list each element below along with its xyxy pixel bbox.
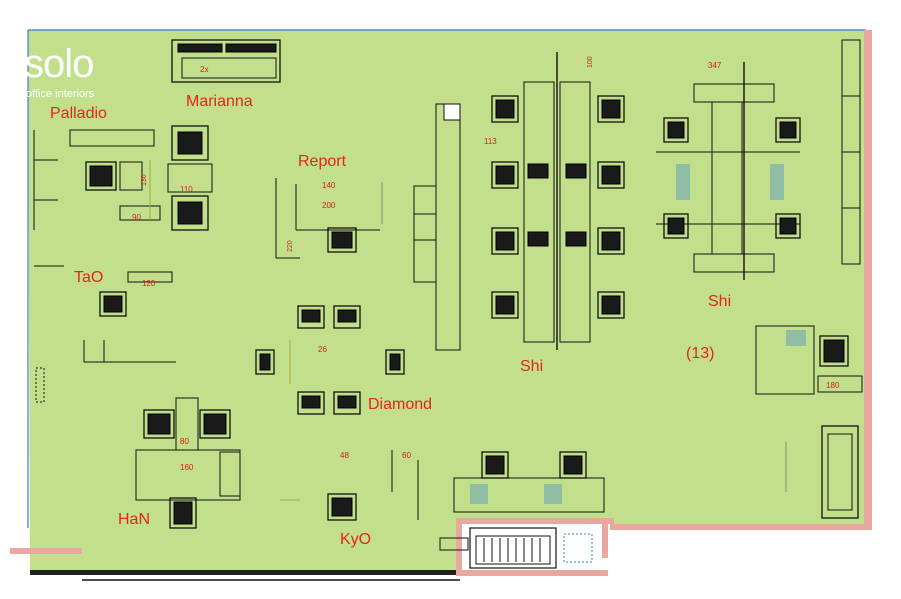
marianna-sofa <box>171 39 281 83</box>
east-storage <box>841 39 861 265</box>
palladio-chairs <box>167 125 213 231</box>
dim-160: 160 <box>180 463 194 472</box>
report-furniture <box>275 178 383 259</box>
zone-label-han: HaN <box>118 511 150 528</box>
zone-label-report: Report <box>298 153 347 170</box>
shi-right-cluster <box>656 62 801 280</box>
dim-26: 26 <box>318 345 327 354</box>
dim-220: 220 <box>287 240 294 252</box>
zone-label-diamond: Diamond <box>368 396 432 413</box>
han-table <box>135 397 241 529</box>
dim-60: 60 <box>402 451 411 460</box>
zone-label-palladio: Palladio <box>50 105 107 122</box>
south-wall-left <box>30 570 456 575</box>
dim-48: 48 <box>340 451 349 460</box>
west-fragments <box>33 130 64 403</box>
zone-label-tao: TaO <box>74 269 103 286</box>
dim-113: 113 <box>484 137 497 146</box>
workstation-bottom <box>453 451 605 513</box>
zone-label-marianna: Marianna <box>186 93 253 110</box>
dim-110: 110 <box>180 185 193 194</box>
dim-200: 200 <box>322 201 336 210</box>
zone-label-shi-left: Shi <box>520 358 543 375</box>
east-sofa <box>785 425 859 519</box>
dim-180: 180 <box>826 381 840 390</box>
east-wall <box>864 30 872 530</box>
dim-100: 100 <box>587 56 594 68</box>
lift-wall-left <box>456 518 462 576</box>
kyo-furniture <box>280 450 419 521</box>
dim-130: 130 <box>141 174 148 186</box>
zone-label-kyo: KyO <box>340 531 371 548</box>
dim-90: 90 <box>132 213 141 222</box>
lift-core <box>439 527 593 569</box>
storage-column <box>413 103 461 351</box>
zone-label-shi-right: Shi <box>708 293 731 310</box>
floor-area <box>28 30 866 572</box>
dim-120: 120 <box>142 279 156 288</box>
room-13-furniture <box>755 325 863 395</box>
west-wall-bottom <box>10 548 82 554</box>
zone-label-room-13: (13) <box>686 345 714 362</box>
south-wall-mid <box>456 518 614 524</box>
dim-80: 80 <box>180 437 189 446</box>
south-wall-right <box>610 524 872 530</box>
tao-furniture <box>83 271 176 363</box>
lift-core-base <box>456 570 608 576</box>
shi-left-bench <box>491 52 625 350</box>
palladio-furniture <box>69 129 161 221</box>
lift-wall-right <box>602 518 608 558</box>
dim-140: 140 <box>322 181 336 190</box>
dim-2x: 2x <box>200 65 208 74</box>
diamond-lounge <box>255 305 405 415</box>
dim-347: 347 <box>708 61 722 70</box>
